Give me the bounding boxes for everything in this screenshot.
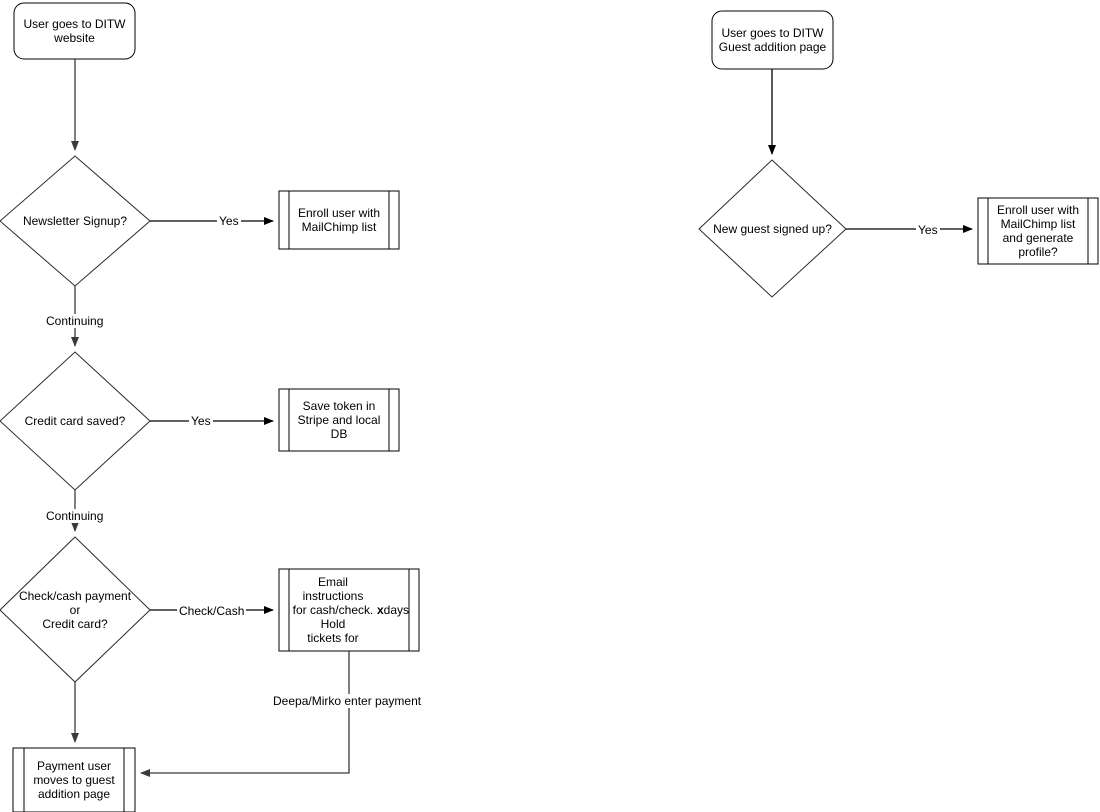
edge-label-continuing-2: Continuing	[44, 509, 106, 523]
node-newsletter-decision	[0, 155, 151, 287]
edge-label-check-cash: Check/Cash	[177, 604, 247, 618]
edge-label-continuing-1: Continuing	[44, 314, 106, 328]
node-email-instructions	[278, 568, 420, 652]
edge-label-newsletter-yes: Yes	[217, 214, 241, 228]
node-new-guest-decision	[698, 159, 847, 298]
edge-deepa-mirko	[140, 651, 350, 777]
node-credit-card-decision	[0, 351, 151, 491]
node-enroll-mailchimp-profile	[977, 197, 1099, 265]
node-enroll-mailchimp	[278, 190, 400, 250]
node-save-token	[278, 388, 400, 452]
node-start-guest-page	[711, 10, 834, 70]
node-payment-method-decision	[0, 536, 151, 683]
node-start-website	[13, 2, 136, 60]
node-payment-user-moves	[12, 747, 136, 812]
edge-label-creditcard-yes: Yes	[189, 414, 213, 428]
edge-label-deepa-mirko: Deepa/Mirko enter payment	[271, 694, 424, 708]
edge-label-newguest-yes: Yes	[916, 223, 940, 237]
